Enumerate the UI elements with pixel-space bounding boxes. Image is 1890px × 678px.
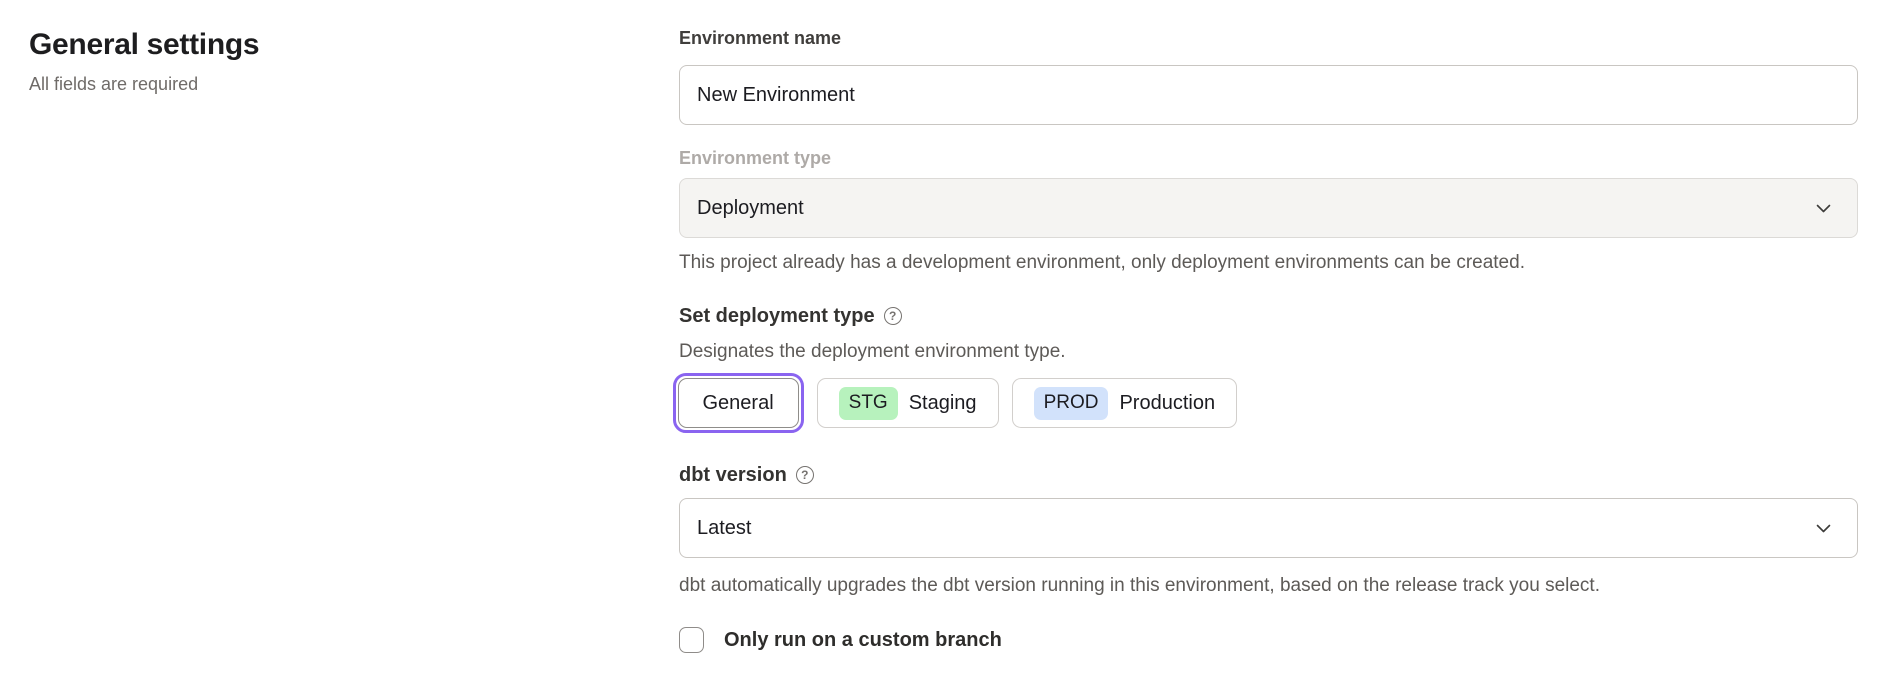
deployment-type-section: Set deployment type ? (679, 304, 1858, 328)
environment-type-helper: This project already has a development e… (679, 252, 1525, 273)
help-icon[interactable]: ? (795, 466, 814, 484)
dbt-version-select[interactable]: Latest (679, 498, 1858, 558)
option-label: Staging (908, 391, 977, 414)
deployment-type-option-general[interactable]: General (677, 378, 799, 428)
staging-badge: STG (838, 386, 898, 420)
settings-header: General settings All fields are required (29, 26, 589, 95)
deployment-type-option-staging[interactable]: STG Staging (816, 378, 999, 428)
chevron-down-icon (1816, 204, 1831, 212)
deployment-type-options: General STG Staging PROD Production (672, 371, 1858, 435)
page-subtitle: All fields are required (29, 74, 199, 94)
environment-name-input[interactable] (679, 65, 1858, 125)
deployment-type-helper: Designates the deployment environment ty… (679, 341, 1066, 362)
selected-option-ring: General (672, 373, 804, 433)
custom-branch-checkbox[interactable] (679, 627, 704, 653)
production-badge: PROD (1033, 386, 1109, 420)
help-icon[interactable]: ? (883, 307, 902, 325)
dbt-version-value: Latest (697, 516, 752, 539)
environment-settings-form: Environment name Environment type Deploy… (672, 28, 1858, 653)
chevron-down-icon (1816, 524, 1831, 532)
dbt-version-label: dbt version (679, 464, 787, 486)
deployment-type-label: Set deployment type (679, 305, 875, 327)
environment-name-label: Environment name (679, 28, 842, 48)
environment-type-value: Deployment (697, 196, 804, 219)
option-label: General (702, 391, 774, 414)
environment-type-label: Environment type (679, 148, 832, 168)
dbt-version-section: dbt version ? (679, 463, 1858, 487)
deployment-type-option-production[interactable]: PROD Production (1011, 378, 1238, 428)
environment-type-select: Deployment (679, 178, 1858, 238)
option-label: Production (1119, 391, 1216, 414)
page-title: General settings (29, 28, 260, 61)
custom-branch-label: Only run on a custom branch (724, 628, 1002, 651)
custom-branch-row: Only run on a custom branch (679, 627, 1858, 653)
dbt-version-helper: dbt automatically upgrades the dbt versi… (679, 575, 1600, 596)
